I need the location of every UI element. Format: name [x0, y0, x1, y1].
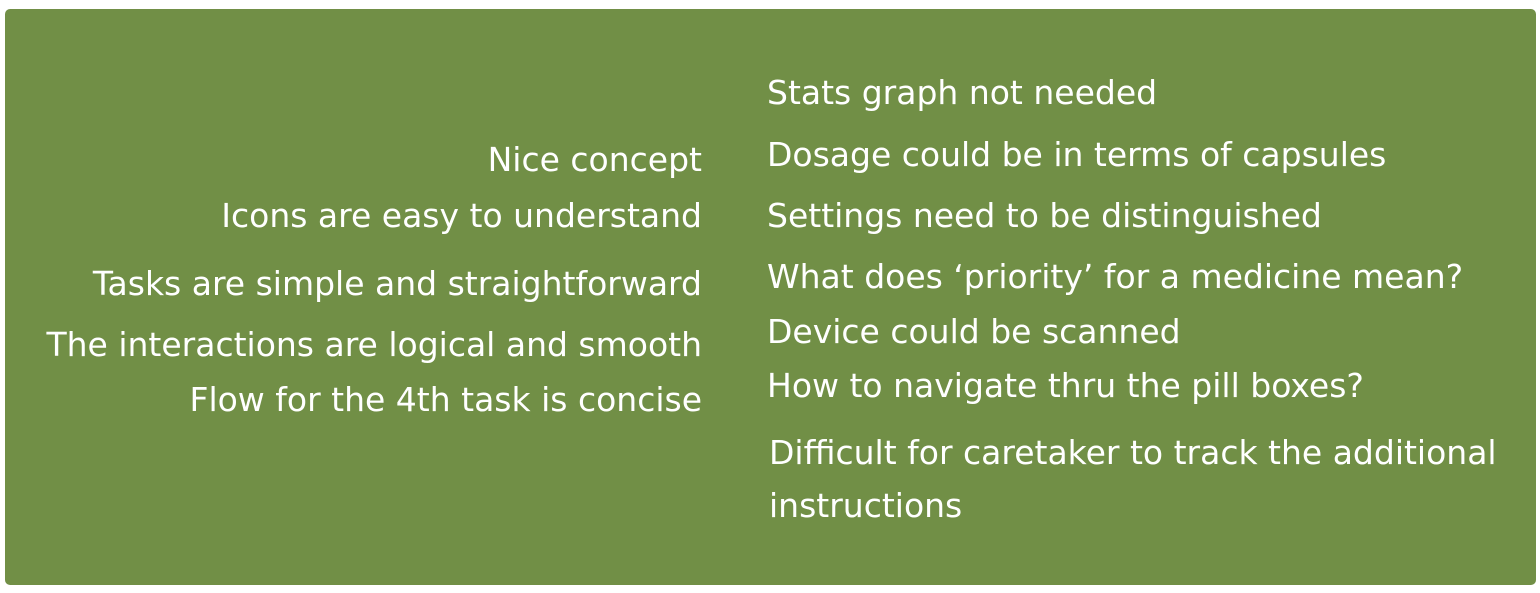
feedback-panel: Nice concept Icons are easy to understan… [5, 9, 1536, 585]
positive-note-2: Icons are easy to understand [221, 196, 702, 235]
issue-note-7-continued: instructions [769, 486, 963, 525]
issue-note-5: Device could be scanned [767, 312, 1181, 351]
issue-note-7: Difficult for caretaker to track the add… [769, 433, 1497, 472]
issue-note-3: Settings need to be distinguished [767, 196, 1322, 235]
positive-note-5: Flow for the 4th task is concise [189, 380, 702, 419]
issue-note-6: How to navigate thru the pill boxes? [767, 366, 1364, 405]
positive-note-1: Nice concept [487, 140, 702, 179]
issue-note-2: Dosage could be in terms of capsules [767, 135, 1387, 174]
issue-note-4: What does ‘priority’ for a medicine mean… [767, 257, 1464, 296]
issue-note-1: Stats graph not needed [767, 73, 1158, 112]
positive-note-4: The interactions are logical and smooth [46, 325, 702, 364]
positive-note-3: Tasks are simple and straightforward [92, 264, 702, 303]
